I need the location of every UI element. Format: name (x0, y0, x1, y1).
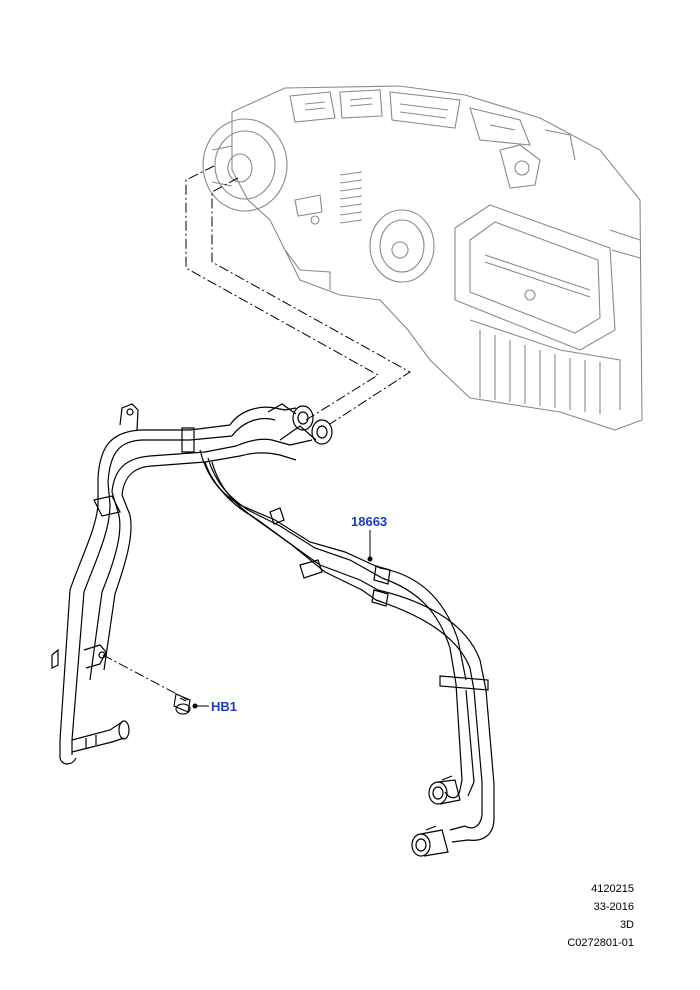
reference-id: 4120215 (591, 883, 634, 895)
alignment-leader-lines (102, 165, 411, 701)
hvac-housing (202, 85, 643, 431)
heater-hose-assembly (51, 403, 495, 857)
callout-bolt-hb1[interactable]: HB1 (211, 699, 238, 714)
reference-block: 4120215 33-2016 3D C0272801-01 (567, 880, 634, 952)
bolt-hb1 (173, 693, 191, 715)
callout-leaders (192, 530, 373, 709)
reference-date-code: 33-2016 (593, 901, 634, 913)
callout-hose-18663[interactable]: 18663 (351, 514, 388, 529)
reference-view-type: 3D (619, 919, 634, 931)
reference-illustration-code: C0272801-01 (567, 937, 634, 949)
